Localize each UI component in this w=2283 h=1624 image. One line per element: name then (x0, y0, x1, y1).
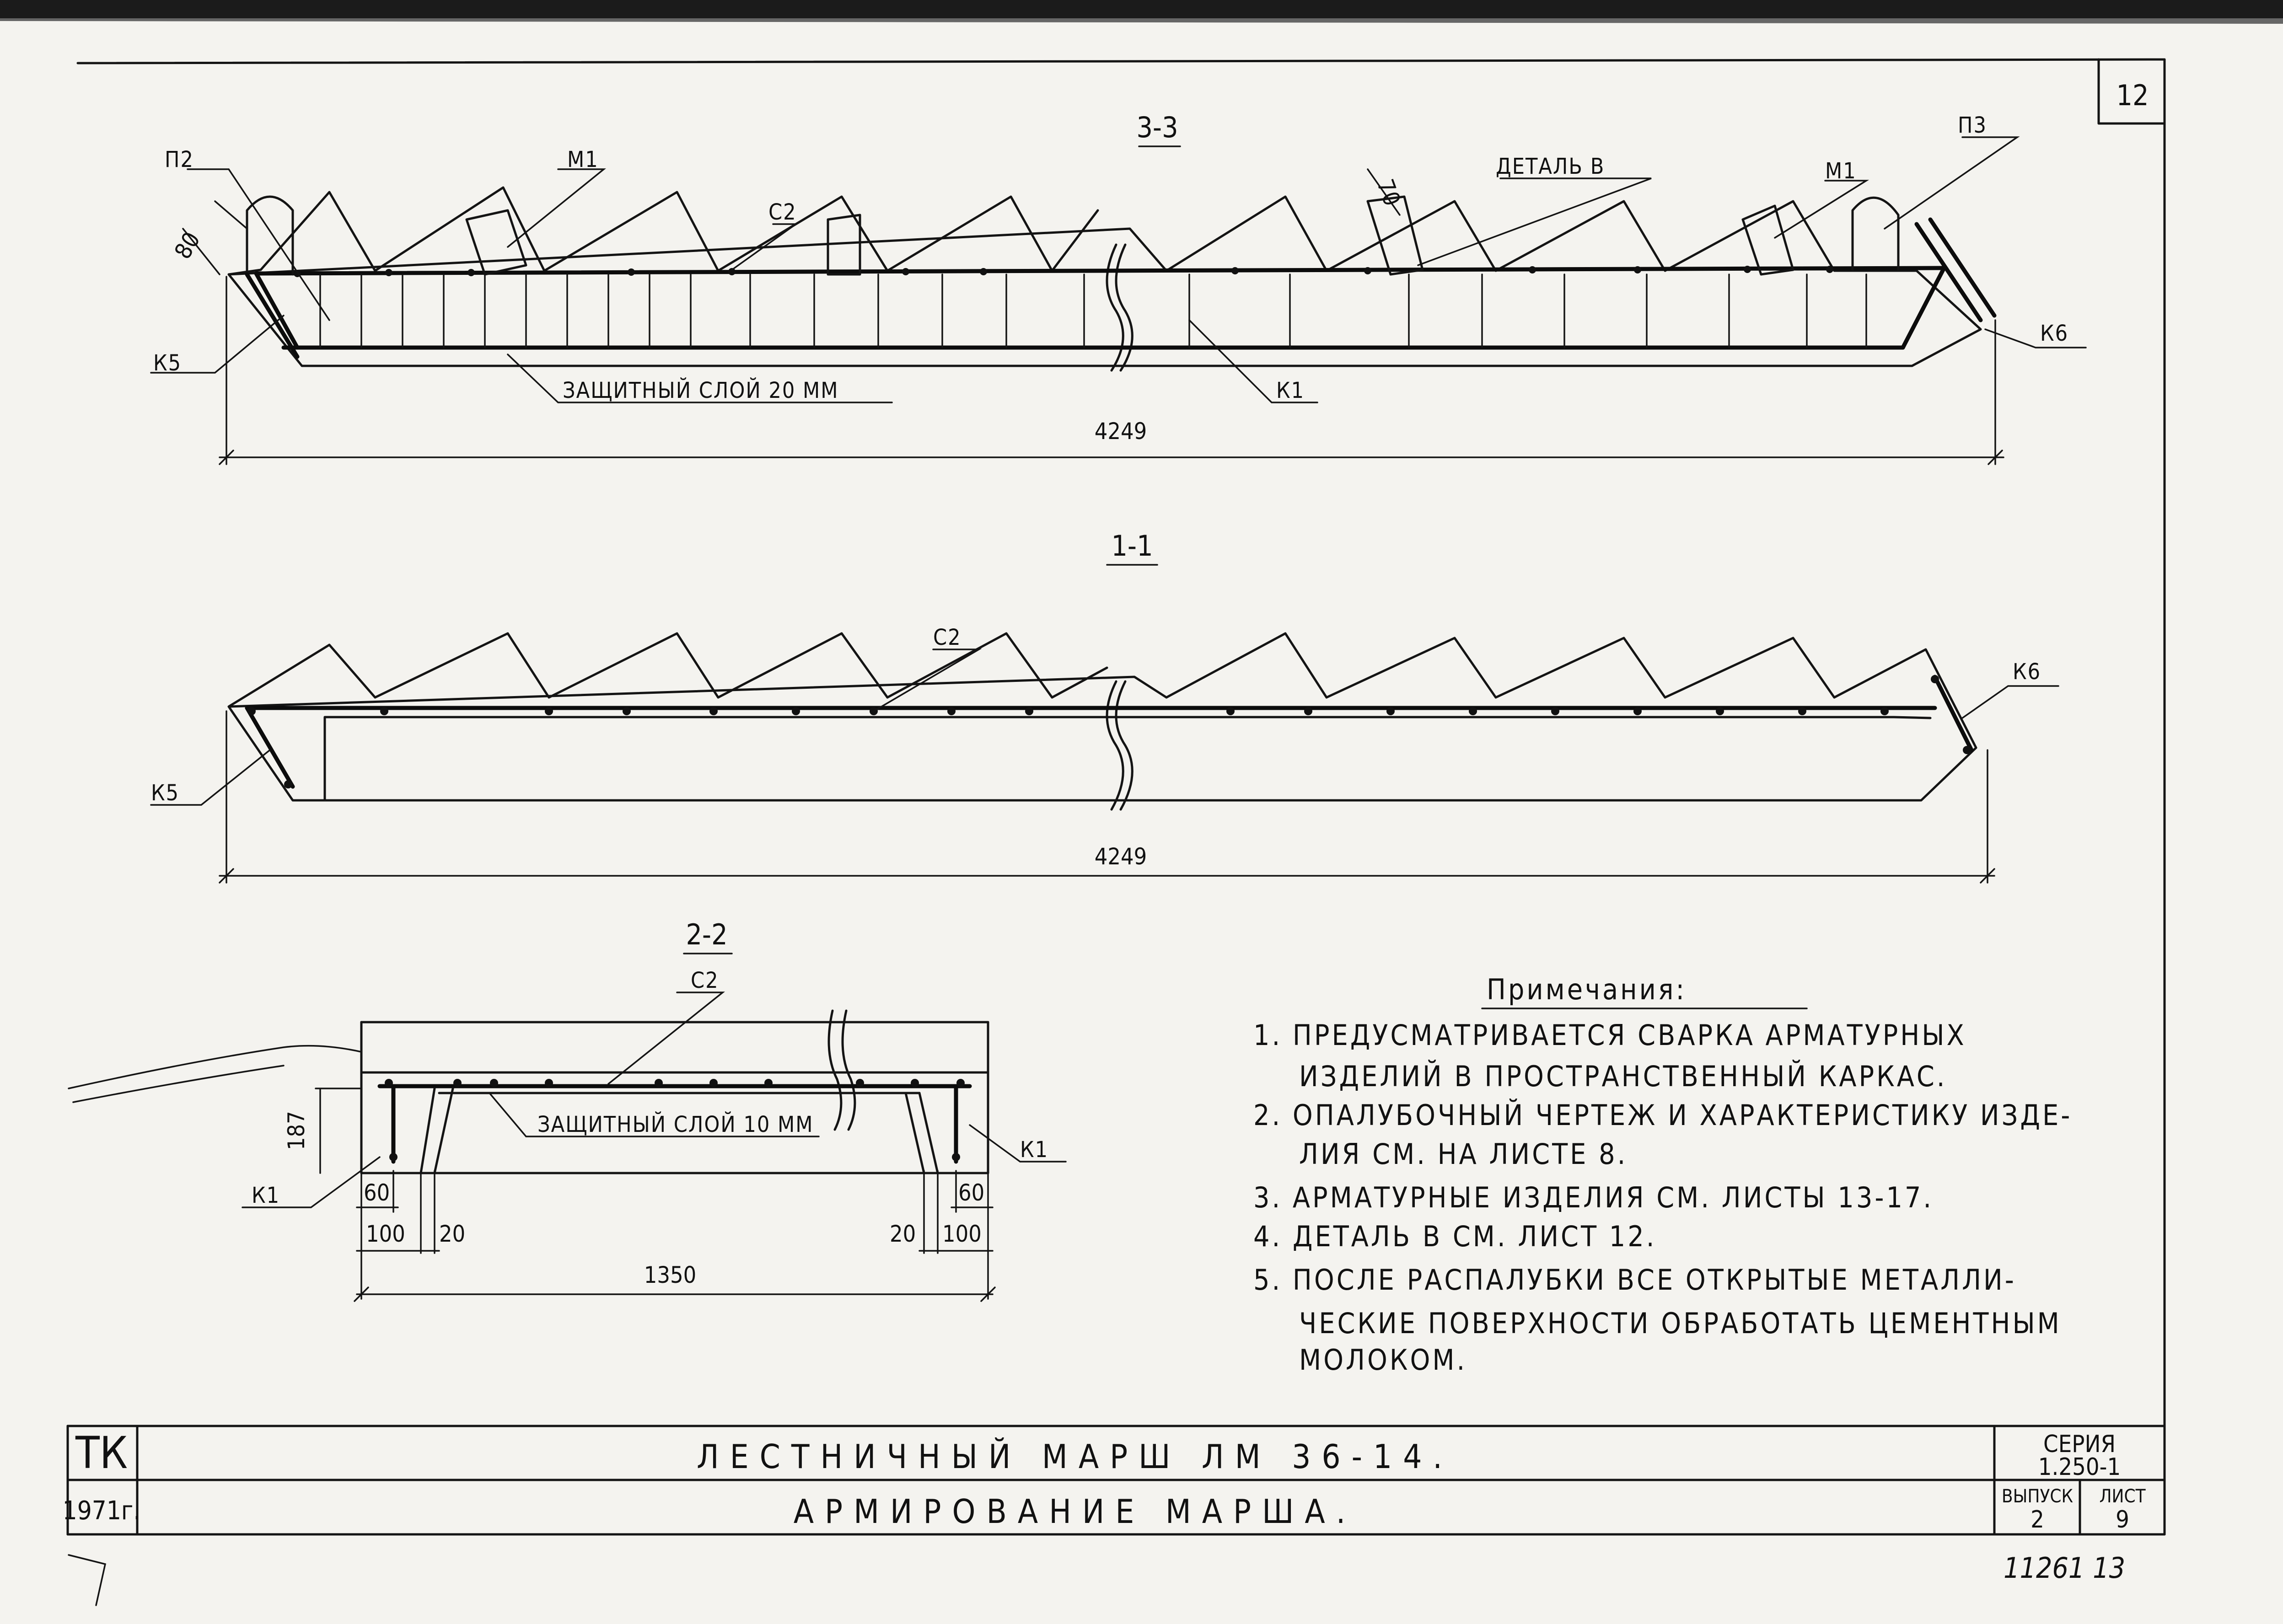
break-line-3-3 (1106, 243, 1124, 372)
section-1-1: 1-1 С2 К5 К6 4249 (150, 529, 2059, 884)
lifting-loop-p3 (1851, 197, 1900, 271)
stirrups-3-3 (319, 273, 1867, 348)
issue-label: ВЫПУСК (2002, 1486, 2073, 1507)
section-2-2-outline (360, 1021, 989, 1174)
series-label: СЕРИЯ (2043, 1431, 2116, 1458)
notes-title: Примечания: (1487, 973, 1687, 1006)
scan-edge-shadow (0, 18, 2283, 24)
label-c2-1-1: С2 (933, 625, 962, 650)
note-line-3: 2. ОПАЛУБОЧНЫЙ ЧЕРТЕЖ И ХАРАКТЕРИСТИКУ И… (1253, 1099, 2072, 1132)
protective-layer-20: ЗАЩИТНЫЙ СЛОЙ 20 ММ (563, 377, 839, 403)
label-p2: П2 (165, 147, 194, 172)
note-line-2: ИЗДЕЛИЙ В ПРОСТРАНСТВЕННЫЙ КАРКАС. (1299, 1060, 1947, 1093)
rebar-dots-2-2 (385, 1079, 965, 1161)
label-c2-2-2: С2 (691, 968, 719, 993)
archive-code: 11261 13 (2004, 1551, 2125, 1585)
section-1-1-outline (227, 632, 1977, 802)
issue-value: 2 (2031, 1506, 2044, 1533)
end-cage-k5-1-1 (245, 706, 295, 789)
series-value: 1.250-1 (2038, 1453, 2121, 1481)
dim-100-left: 100 (366, 1221, 405, 1247)
drawing-subtitle: АРМИРОВАНИЕ МАРША. (794, 1492, 1357, 1531)
label-k1-left: К1 (252, 1183, 280, 1208)
note-line-9: МОЛОКОМ. (1299, 1343, 1467, 1377)
end-cage-k6 (1914, 222, 1983, 322)
end-cage-k5 (245, 272, 300, 359)
dim-187: 187 (283, 1111, 310, 1150)
title-block: ТК 1971г. ЛЕСТНИЧНЫЙ МАРШ ЛМ 36-14. АРМИ… (63, 1427, 2146, 1533)
label-k5-1-1: К5 (151, 780, 179, 806)
sheet-frame (66, 58, 2166, 1536)
dim-1350: 1350 (644, 1262, 696, 1288)
label-k5-3-3: К5 (153, 350, 182, 376)
note-line-7: 5. ПОСЛЕ РАСПАЛУБКИ ВСЕ ОТКРЫТЫЕ МЕТАЛЛИ… (1253, 1263, 2016, 1297)
label-p3: П3 (1958, 113, 1987, 138)
note-line-5: 3. АРМАТУРНЫЕ ИЗДЕЛИЯ СМ. ЛИСТЫ 13-17. (1253, 1181, 1934, 1214)
lifting-loop-p2 (246, 195, 294, 276)
scan-top-edge (0, 0, 2283, 18)
section-2-2: 2-2 С2 ЗАЩИТНЫЙ СЛОЙ 10 ММ К1 К1 187 (68, 918, 1067, 1302)
year: 1971г. (63, 1496, 141, 1526)
embedded-plate-detail-b (827, 195, 1794, 276)
section-3-3-title: 3-3 (1136, 111, 1178, 144)
rebar-dots-1-1 (247, 675, 1971, 788)
section-3-3-outline (227, 186, 1982, 367)
label-k6-1-1: К6 (2013, 659, 2041, 685)
sheet-number: 12 (2116, 79, 2149, 112)
dim-60-right: 60 (958, 1179, 984, 1206)
cage-k1-2-2 (391, 1084, 958, 1164)
note-line-4: ЛИЯ СМ. НА ЛИСТЕ 8. (1299, 1137, 1628, 1171)
corner-mark (68, 1554, 107, 1606)
note-line-8: ЧЕСКИЕ ПОВЕРХНОСТИ ОБРАБОТАТЬ ЦЕМЕНТНЫМ (1299, 1307, 2062, 1340)
note-line-1: 1. ПРЕДУСМАТРИВАЕТСЯ СВАРКА АРМАТУРНЫХ (1253, 1018, 1966, 1052)
label-c2-3-3: С2 (768, 199, 797, 225)
note-line-6: 4. ДЕТАЛЬ В СМ. ЛИСТ 12. (1253, 1220, 1656, 1253)
section-2-2-title: 2-2 (686, 918, 727, 951)
label-m1-right: М1 (1825, 158, 1857, 184)
section-1-1-title: 1-1 (1111, 529, 1153, 563)
dim-60-left: 60 (364, 1179, 390, 1206)
sheet-label: ЛИСТ (2099, 1486, 2146, 1507)
protective-layer-10: ЗАЩИТНЫЙ СЛОЙ 10 ММ (537, 1111, 814, 1137)
dim-20-right: 20 (890, 1221, 916, 1247)
org-code: ТК (75, 1427, 128, 1479)
end-cage-k6-1-1 (1933, 675, 1974, 752)
label-k6-3-3: К6 (2040, 321, 2068, 346)
drawing-title: ЛЕСТНИЧНЫЙ МАРШ ЛМ 36-14. (697, 1437, 1453, 1476)
dim-80: 80 (169, 227, 205, 263)
embedded-plate-m1-left (465, 209, 527, 276)
label-m1-left: М1 (567, 147, 599, 172)
notes-block: Примечания: 1. ПРЕДУСМАТРИВАЕТСЯ СВАРКА … (1253, 973, 2072, 1377)
dim-4249-1-1: 4249 (1095, 843, 1147, 870)
top-rebar-3-3 (254, 266, 1946, 276)
dim-20-left: 20 (439, 1221, 465, 1247)
dim-4249-3-3: 4249 (1095, 418, 1147, 445)
label-k1-3-3: К1 (1276, 378, 1305, 403)
sheet-value: 9 (2116, 1506, 2129, 1533)
label-detail-b: ДЕТАЛЬ В (1496, 154, 1605, 179)
label-k1-right: К1 (1020, 1137, 1048, 1163)
section-3-3: 3-3 (150, 111, 2087, 465)
dim-100-right: 100 (942, 1221, 982, 1247)
